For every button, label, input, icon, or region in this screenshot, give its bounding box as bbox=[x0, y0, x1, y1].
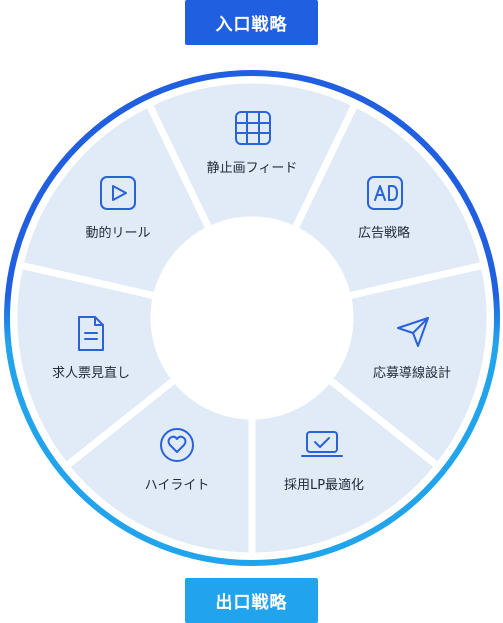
outer-ring bbox=[4, 70, 500, 566]
exit-strategy-label: 出口戦略 bbox=[215, 593, 288, 613]
entry-strategy-tag: 入口戦略 bbox=[185, 0, 318, 45]
exit-strategy-tag: 出口戦略 bbox=[185, 578, 318, 623]
heart-icon bbox=[160, 428, 194, 462]
segment-label-lp-optimization: 採用LP最適化 bbox=[284, 477, 364, 493]
ad-icon bbox=[367, 176, 403, 210]
send-icon bbox=[397, 317, 429, 347]
play-icon bbox=[100, 176, 136, 210]
segment-label-static-feed: 静止画フィード bbox=[207, 161, 298, 176]
segment-label-highlights: ハイライト bbox=[145, 478, 210, 493]
grid-icon bbox=[235, 111, 271, 145]
segment-label-application-funnel: 応募導線設計 bbox=[373, 365, 451, 381]
laptop-check-icon bbox=[301, 431, 343, 457]
center-hub bbox=[154, 220, 350, 416]
segment-label-ad-strategy: 広告戦略 bbox=[358, 225, 410, 241]
document-icon bbox=[78, 316, 104, 351]
segment-label-reels: 動的リール bbox=[85, 225, 150, 241]
entry-strategy-label: 入口戦略 bbox=[215, 15, 288, 35]
segment-label-job-review: 求人票見直し bbox=[52, 366, 130, 381]
